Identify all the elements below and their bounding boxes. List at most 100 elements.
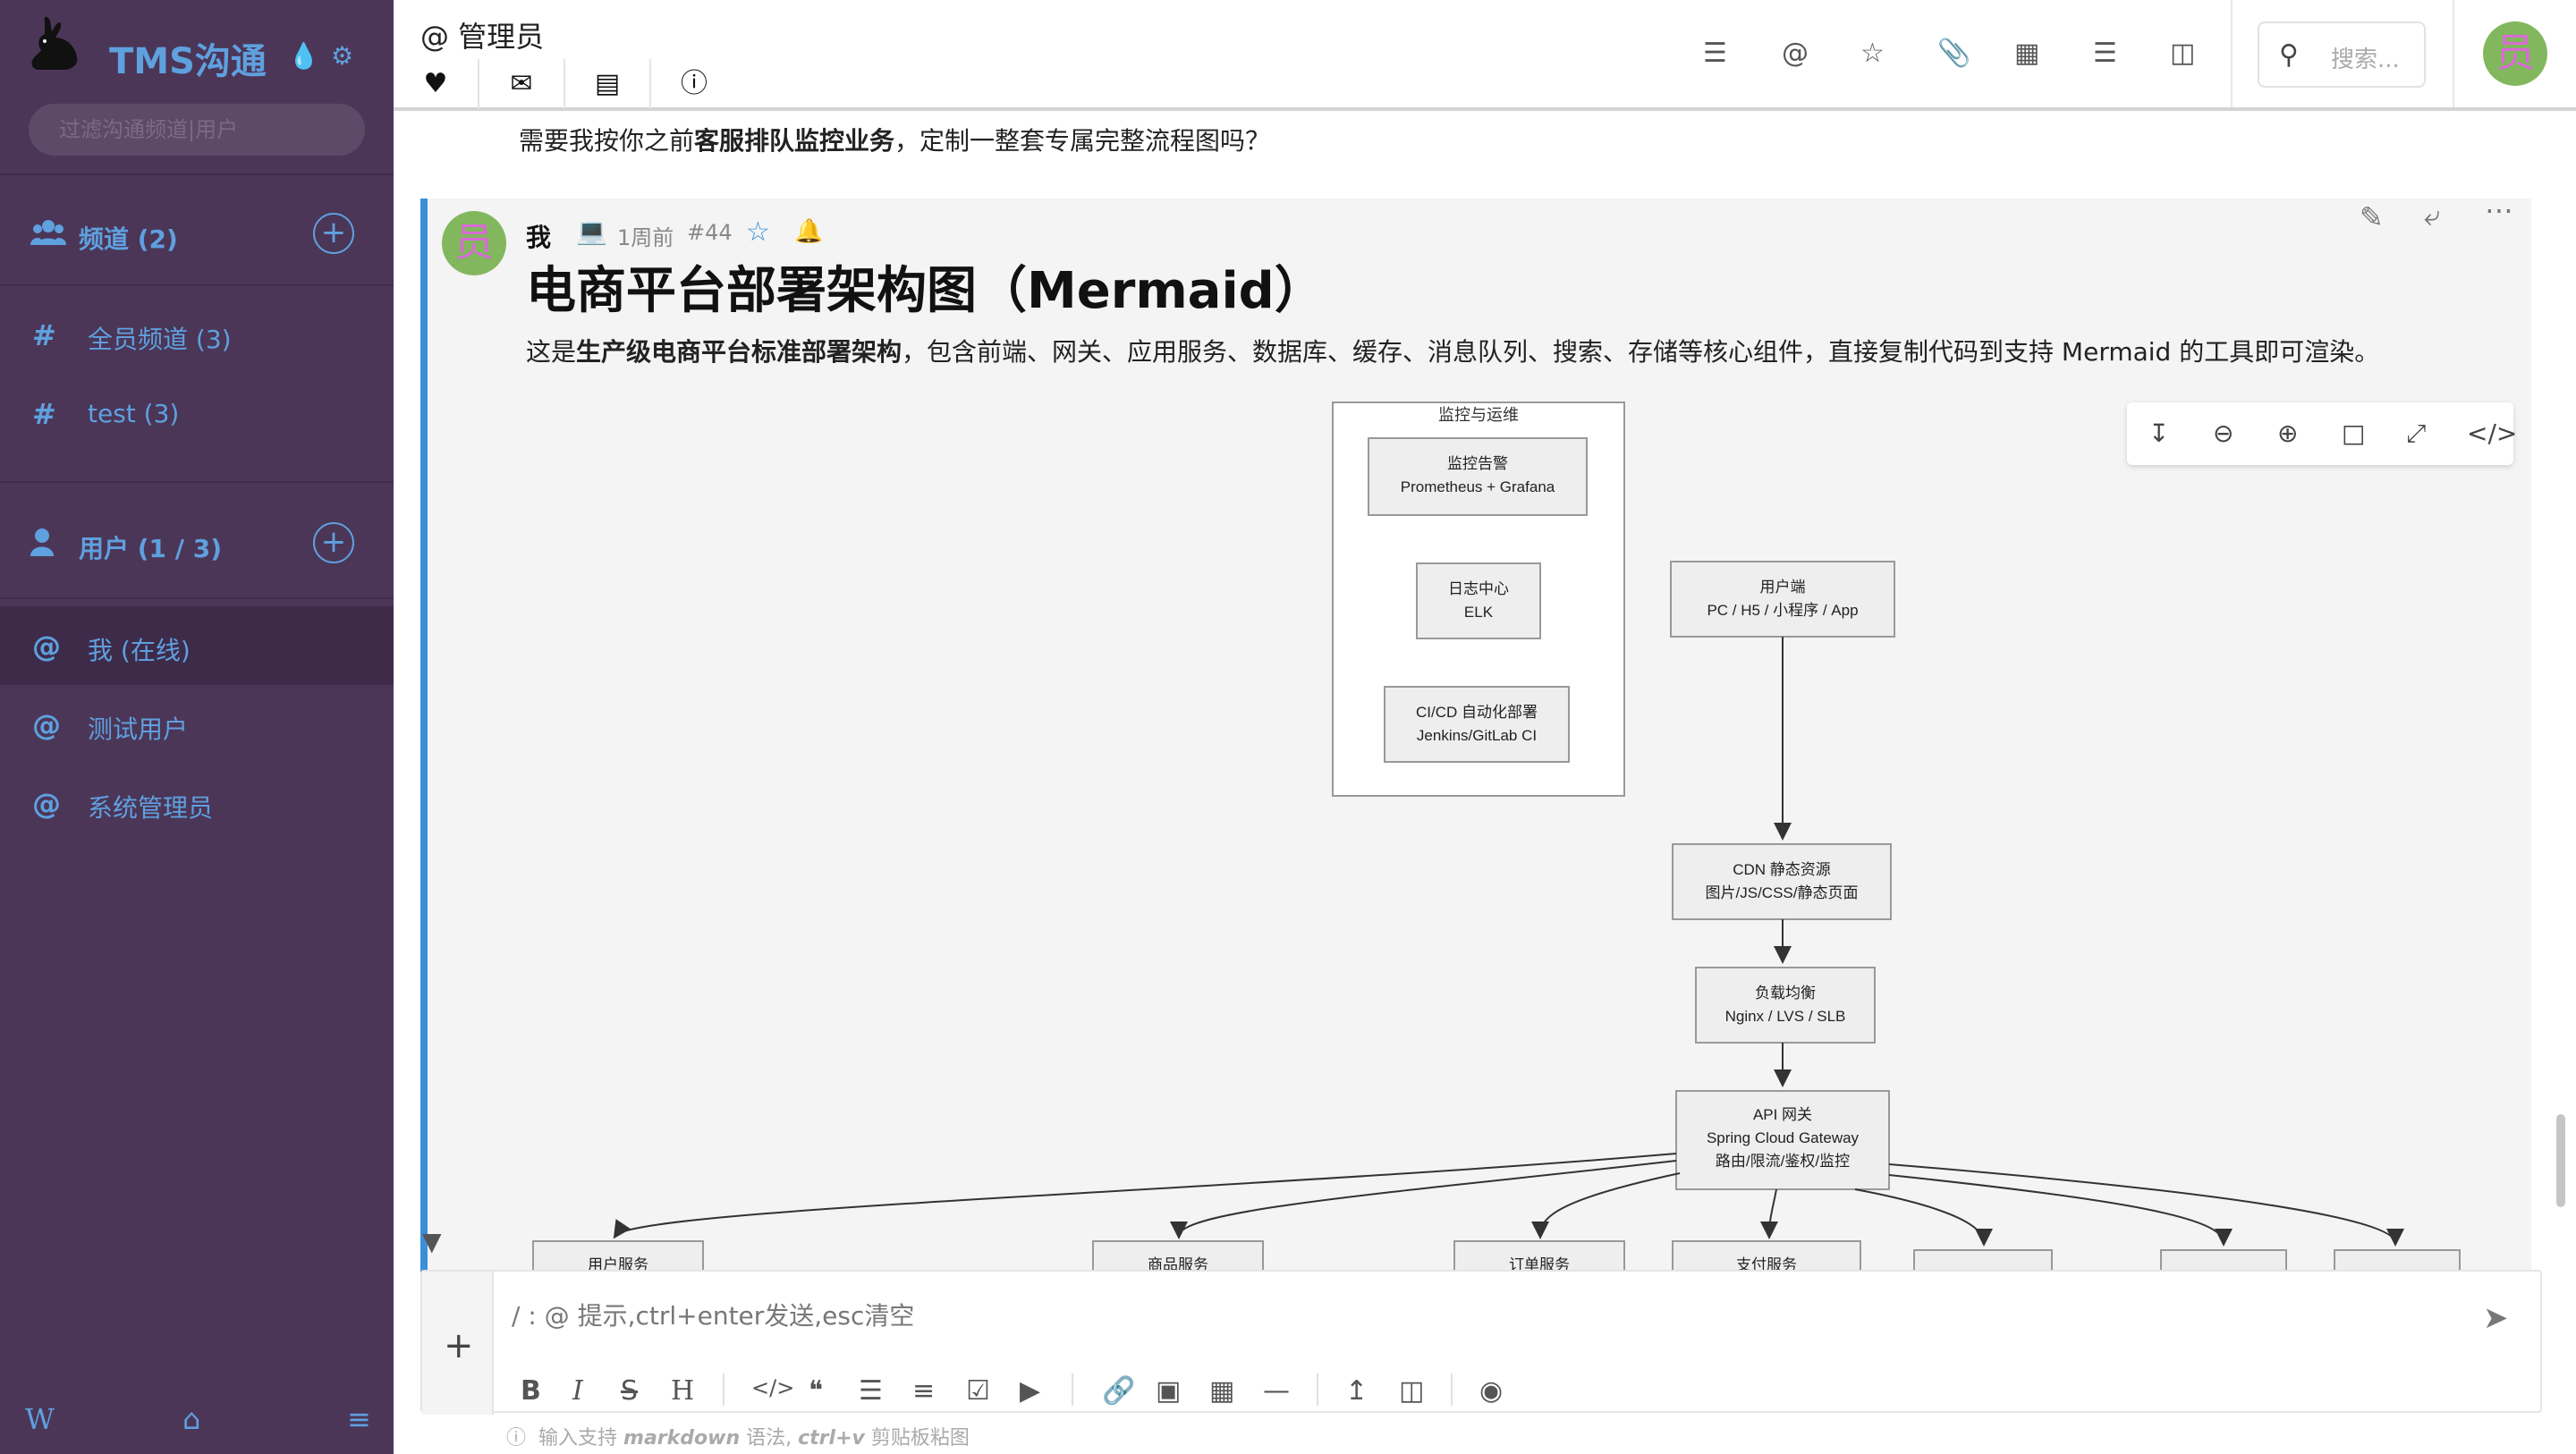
settings-gears-icon[interactable]: ⚙ (331, 41, 354, 71)
message-time: 1周前 (617, 225, 674, 250)
star-icon[interactable]: ☆ (1860, 38, 1885, 69)
search-box[interactable]: ⚲ 搜索... (2258, 21, 2426, 88)
paperclip-icon[interactable]: 📎 (1937, 38, 1971, 69)
preview-eye-icon[interactable]: ◉ (1479, 1375, 1504, 1407)
search-icon: ⚲ (2279, 39, 2299, 71)
code-icon[interactable]: </> (2467, 418, 2518, 448)
strikethrough-icon[interactable]: S (621, 1375, 639, 1407)
list-detail-icon[interactable]: ☰ (2093, 38, 2117, 69)
sidebar-item-channel[interactable]: # test (3) (0, 374, 394, 452)
horizontal-rule-icon[interactable]: — (1263, 1375, 1290, 1407)
code-icon[interactable]: </> (751, 1375, 795, 1400)
edge-gateway-svc5 (1854, 1188, 1993, 1247)
node-text: Jenkins/GitLab CI (1417, 727, 1537, 744)
divider (1451, 1374, 1453, 1406)
table-icon[interactable]: ▦ (1209, 1375, 1235, 1407)
node-text: API 网关 (1753, 1106, 1812, 1123)
share-icon[interactable]: ⤶ (2424, 199, 2440, 232)
link-icon[interactable]: 🔗 (1102, 1375, 1136, 1407)
bell-icon[interactable]: 🔔 (794, 218, 824, 245)
node-text: 日志中心 (1448, 580, 1509, 597)
rabbit-logo-icon[interactable] (25, 14, 88, 77)
user-label: 系统管理员 (88, 793, 214, 823)
channels-section-header[interactable]: 频道 (2) + (0, 193, 394, 274)
divider (0, 284, 394, 286)
checklist-icon[interactable]: ☑ (966, 1375, 990, 1407)
more-icon[interactable]: ⋯ (2485, 199, 2513, 227)
users-section-header[interactable]: 用户 (1 / 3) + (0, 503, 394, 583)
channel-filter-input[interactable] (29, 104, 365, 156)
sidebar-item-user-me[interactable]: @ 我 (在线) (0, 606, 394, 685)
info-icon[interactable]: ⓘ (681, 68, 708, 99)
collapse-filter-icon[interactable]: ▼ (422, 1227, 442, 1256)
avatar[interactable]: 员 (442, 211, 506, 275)
editor-toolbar: B I S H </> ❝ ☰ ≡ ☑ ▶ 🔗 ▣ ▦ — ↥ ◫ ◉ (494, 1366, 2542, 1413)
heading-icon[interactable]: H (671, 1375, 695, 1407)
sidebar-item-channel[interactable]: # 全员频道 (3) (0, 295, 394, 374)
avatar[interactable]: 员 (2483, 21, 2547, 86)
zoom-in-icon[interactable]: ⊕ (2277, 418, 2299, 448)
message-description: 这是生产级电商平台标准部署架构，包含前端、网关、应用服务、数据库、缓存、消息队列… (526, 337, 2380, 367)
add-channel-button[interactable]: + (313, 213, 354, 254)
top-bar: @ 管理员 ♥ ✉ ▤ ⓘ ☰ @ ☆ 📎 ▦ ☰ ◫ ⚲ 搜索... 员 (394, 0, 2576, 111)
image-icon[interactable]: ▣ (1156, 1375, 1182, 1407)
envelope-icon[interactable]: ✉ (479, 59, 565, 109)
numbered-list-icon[interactable]: ≡ (912, 1375, 936, 1407)
composer-hint: ⓘ 输入支持 markdown 语法, ctrl+v 剪贴板粘图 (506, 1427, 970, 1450)
reset-square-icon[interactable]: □ (2342, 418, 2366, 448)
plus-icon: + (444, 1325, 474, 1366)
favorite-heart-icon[interactable]: ♥ (394, 59, 479, 109)
calendar-icon[interactable]: ▦ (2014, 38, 2040, 69)
edge-gateway-pay (1760, 1188, 1779, 1239)
add-user-button[interactable]: + (313, 522, 354, 563)
wiki-w-icon[interactable]: W (25, 1402, 55, 1436)
message-composer: + / : @ 提示,ctrl+enter发送,esc清空 ➤ B I S H … (420, 1270, 2542, 1415)
at-mentions-icon[interactable]: @ (1782, 38, 1809, 69)
server-icon[interactable]: ▤ (565, 59, 651, 109)
upload-icon[interactable]: ↥ (1345, 1375, 1368, 1407)
at-icon: @ (32, 708, 61, 742)
sidebar-item-user[interactable]: @ 测试用户 (0, 685, 394, 764)
node-log (1416, 562, 1541, 639)
message-author[interactable]: 我 (526, 223, 552, 252)
node-cdn (1672, 843, 1892, 920)
node-client (1670, 561, 1895, 638)
divider (723, 1374, 724, 1406)
message-input[interactable]: / : @ 提示,ctrl+enter发送,esc清空 (512, 1301, 915, 1331)
excel-file-icon[interactable]: ◫ (1399, 1375, 1425, 1407)
theme-drop-icon[interactable]: 💧 (288, 41, 319, 71)
node-text: 商品服务 (1148, 1256, 1208, 1273)
search-placeholder: 搜索... (2331, 46, 2400, 73)
message-number[interactable]: #44 (687, 220, 733, 245)
scrollbar[interactable] (2556, 1114, 2565, 1207)
conversation-title: @ 管理员 (420, 20, 545, 54)
columns-icon[interactable]: ◫ (2170, 38, 2196, 69)
zoom-out-icon[interactable]: ⊖ (2213, 418, 2234, 448)
italic-icon[interactable]: I (572, 1375, 583, 1407)
play-icon[interactable]: ▶ (1020, 1375, 1041, 1407)
star-icon[interactable]: ☆ (746, 216, 770, 248)
users-label: 用户 (1 / 3) (79, 534, 223, 563)
node-text: ELK (1464, 604, 1494, 621)
menu-icon[interactable]: ≡ (347, 1402, 371, 1436)
add-attachment-button[interactable]: + (422, 1272, 494, 1415)
bold-icon[interactable]: B (521, 1375, 541, 1407)
home-icon[interactable]: ⌂ (182, 1402, 201, 1436)
node-lb (1695, 967, 1876, 1044)
divider (1317, 1374, 1318, 1406)
users-group-icon (30, 218, 66, 254)
sidebar-item-user[interactable]: @ 系统管理员 (0, 764, 394, 842)
bullet-list-icon[interactable]: ☰ (859, 1375, 883, 1407)
edit-icon[interactable]: ✎ (2360, 200, 2384, 234)
node-text: 路由/限流/鉴权/监控 (1716, 1153, 1850, 1170)
sidebar: TMS沟通 💧 ⚙ 频道 (2) + # 全员频道 (3) # test (3)… (0, 0, 394, 1454)
app-title: TMS沟通 (109, 41, 267, 82)
send-icon[interactable]: ➤ (2483, 1300, 2509, 1336)
divider (0, 597, 394, 599)
quote-icon[interactable]: ❝ (809, 1375, 824, 1407)
fullscreen-icon[interactable]: ⤢ (2406, 418, 2427, 448)
channels-label: 频道 (2) (79, 224, 178, 254)
sidebar-footer: W ⌂ ≡ (0, 1382, 394, 1454)
download-icon[interactable]: ↧ (2148, 418, 2170, 448)
list-icon[interactable]: ☰ (1703, 38, 1727, 69)
